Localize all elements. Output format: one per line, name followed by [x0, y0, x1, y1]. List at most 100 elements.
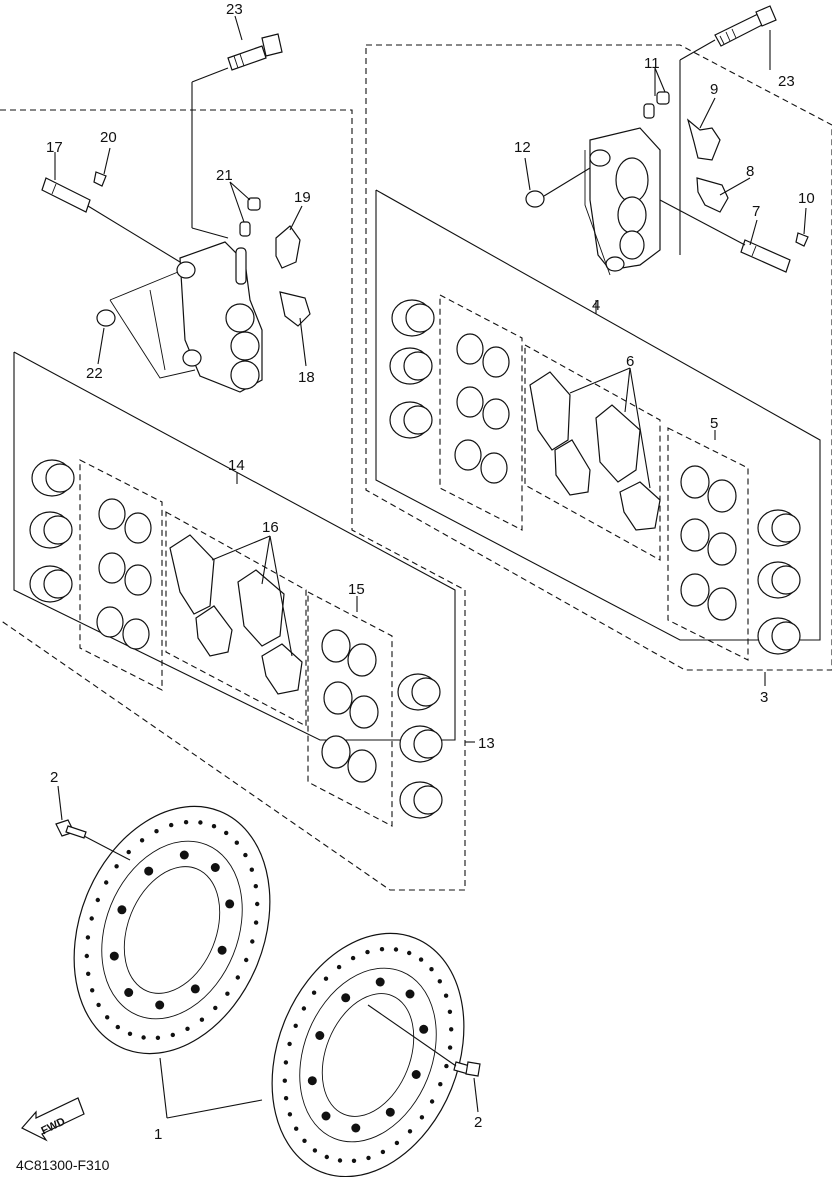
disc-hole [365, 949, 370, 955]
callout-6: 6 [626, 353, 634, 370]
seal-group-right-top-outline [439, 294, 523, 531]
disc-hole [126, 849, 131, 855]
disc-hole [225, 991, 230, 996]
disc-hole [283, 1096, 289, 1101]
seal-kit-5-outline [667, 427, 749, 661]
disc-hole [418, 957, 424, 962]
callout-labels: 23 23 11 9 8 7 10 12 4 6 5 3 20 17 21 19… [16, 1, 815, 1173]
disc-hole [419, 1115, 425, 1120]
left-seals-15 [321, 629, 379, 783]
disc-hole [393, 947, 399, 952]
right-caliper-assembly [365, 5, 832, 671]
cap-22 [96, 309, 116, 327]
disc-hole [115, 1024, 121, 1030]
disc-hole [211, 824, 217, 829]
disc-hole [114, 864, 119, 869]
disc-hole [85, 935, 91, 940]
disc-hole [283, 1060, 289, 1065]
disc-bolt-2-right [367, 1004, 481, 1077]
disc-hole [185, 1026, 190, 1032]
disc-hole [144, 866, 154, 876]
disc-hole [366, 1155, 371, 1161]
pad-pin-7 [740, 239, 791, 273]
disc-hole [407, 1129, 413, 1134]
disc-hole [183, 820, 189, 825]
clip-8 [696, 177, 729, 213]
disc-hole [394, 1140, 400, 1146]
callout-20: 20 [100, 129, 117, 146]
disc-hole [253, 920, 259, 925]
bleed-screw-21 [239, 197, 261, 237]
left-brake-pads-16 [169, 534, 303, 695]
right-seals-top [454, 333, 510, 484]
right-pistons-left [389, 299, 435, 439]
disc-hole [437, 979, 442, 984]
disc-hole [127, 1031, 133, 1037]
brake-disc-left [73, 805, 271, 1055]
disc-hole [109, 951, 119, 961]
callout-7: 7 [752, 203, 760, 220]
disc-hole [302, 1138, 307, 1144]
callout-2-right: 2 [474, 1114, 482, 1131]
disc-hole [443, 993, 449, 998]
disc-hole [139, 838, 145, 843]
left-caliper-assembly [0, 33, 466, 891]
disc-hole [294, 1126, 299, 1131]
callout-23-left: 23 [226, 1, 243, 18]
disc-hole [438, 1082, 443, 1087]
bolt-23-right [679, 5, 777, 255]
callout-4: 4 [592, 297, 600, 314]
disc-hole [243, 852, 248, 858]
callout-11: 11 [644, 55, 660, 72]
assembly-3-outline [365, 44, 832, 671]
disc-hole [351, 1123, 361, 1133]
callout-17: 17 [46, 139, 63, 156]
disc-hole [96, 1002, 101, 1008]
callout-22: 22 [86, 365, 103, 382]
callout-9: 9 [710, 81, 718, 98]
pad-spring-9 [686, 118, 721, 161]
disc-hole [95, 897, 101, 903]
seal-kit-15-outline [307, 591, 393, 827]
disc-hole [311, 990, 317, 995]
disc-hole [337, 1158, 343, 1163]
disc-hole [154, 829, 159, 834]
left-pistons-right [397, 673, 443, 819]
disc-hole [84, 953, 90, 959]
callout-13: 13 [478, 735, 495, 752]
disc-hole [225, 899, 235, 909]
disc-hole [379, 947, 385, 952]
disc-hole [190, 984, 200, 994]
disc-hole [301, 1006, 307, 1011]
disc-hole [407, 950, 412, 956]
disc-hole [341, 993, 351, 1003]
disc-hole [124, 988, 134, 997]
clip-10 [795, 232, 809, 247]
brake-disc-right [271, 932, 465, 1177]
disc-hole [210, 863, 220, 872]
fwd-arrow-icon: FWD [21, 1097, 85, 1142]
disc-hole [315, 1031, 325, 1040]
pad-group-right-outline [524, 344, 661, 561]
disc-hole [224, 830, 229, 836]
disc-hole [249, 867, 254, 872]
disc-hole [449, 1027, 454, 1032]
disc-hole [198, 820, 203, 825]
disc-bolt-2-left [55, 819, 131, 861]
disc-hole [429, 1099, 435, 1104]
right-brake-pads-6 [529, 371, 661, 531]
disc-hole [321, 1111, 331, 1121]
disc-hole [447, 1045, 453, 1050]
disc-hole [447, 1009, 453, 1014]
disc-hole [179, 850, 189, 860]
drawing-code: 4C81300-F310 [16, 1157, 110, 1173]
disc-hole [429, 967, 434, 972]
callout-19: 19 [294, 189, 311, 206]
disc-hole [253, 884, 258, 889]
callout-5: 5 [710, 415, 718, 432]
disc-hole [117, 905, 127, 915]
callout-2-left: 2 [50, 769, 58, 786]
bleed-screw-11 [643, 91, 670, 119]
callout-3: 3 [760, 689, 768, 706]
